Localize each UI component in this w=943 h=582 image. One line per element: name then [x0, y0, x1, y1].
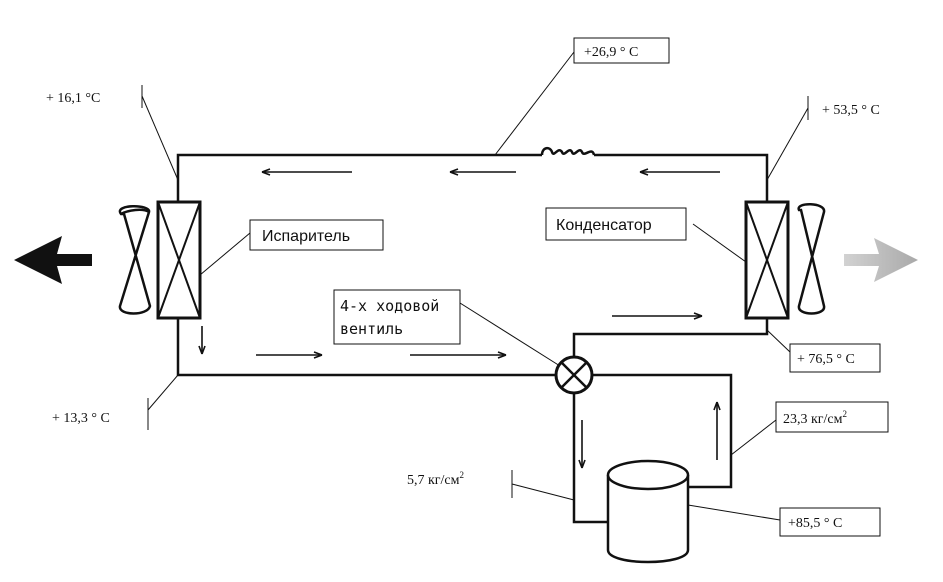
valve-label-line1: 4-х ходовой [340, 297, 439, 315]
valve-label-line2: вентиль [340, 320, 403, 338]
flow-arrow-top-2 [449, 168, 516, 176]
evaporator-label: Испаритель [262, 228, 350, 245]
flow-arrow-top-3 [639, 168, 720, 176]
top-pipe [176, 153, 769, 202]
compressor-icon [606, 459, 690, 564]
valve-label-box: 4-х ходовой вентиль [333, 289, 461, 345]
reading-cond-in: + 53,5 ° С [822, 103, 880, 118]
reading-compressor: +85,5 ° С [788, 516, 842, 531]
flow-arrow-suction-down [578, 420, 586, 469]
reading-top-pipe: +26,9 ° С [584, 45, 638, 60]
condenser [744, 200, 790, 320]
reading-evap-in: + 16,1 °С [46, 91, 100, 106]
flow-arrow-discharge-up [713, 401, 721, 460]
evaporator-fan-icon [118, 205, 152, 315]
leader-lines [141, 51, 809, 521]
discharge-pipe [592, 373, 733, 489]
evaporator-label-box: Испаритель [249, 219, 384, 251]
reading-evap-out: + 13,3 ° С [52, 411, 110, 426]
flow-arrow-cond-out [612, 312, 703, 320]
capillary-coil [540, 146, 596, 156]
reading-high-pressure: 23,3 кг/см2 [783, 409, 847, 427]
condenser-label-box: Конденсатор [545, 207, 687, 241]
condenser-fan-icon [797, 203, 826, 315]
reading-compressor-box: +85,5 ° С [779, 507, 881, 537]
evaporator [156, 200, 202, 320]
four-way-valve-icon [554, 355, 594, 395]
suction-pipe [572, 393, 608, 524]
flow-arrow-evap-down [198, 326, 206, 355]
reading-low-pressure: 5,7 кг/см2 [407, 470, 464, 488]
condenser-outlet-pipe [572, 318, 769, 357]
flow-arrow-bottom-1 [256, 351, 323, 359]
reading-cond-out: + 76,5 ° С [797, 352, 855, 367]
refrigerant-circuit [176, 146, 769, 524]
reading-cond-out-box: + 76,5 ° С [789, 343, 881, 373]
flow-arrow-bottom-2 [410, 351, 507, 359]
reading-top-pipe-box: +26,9 ° С [573, 37, 670, 64]
condenser-label: Конденсатор [556, 217, 652, 234]
reading-high-pressure-box: 23,3 кг/см2 [775, 401, 889, 433]
flow-arrows [198, 168, 721, 469]
flow-arrow-top-1 [261, 168, 352, 176]
cool-air-right-arrow-icon [844, 238, 918, 282]
hot-air-left-arrow-icon [14, 236, 92, 284]
